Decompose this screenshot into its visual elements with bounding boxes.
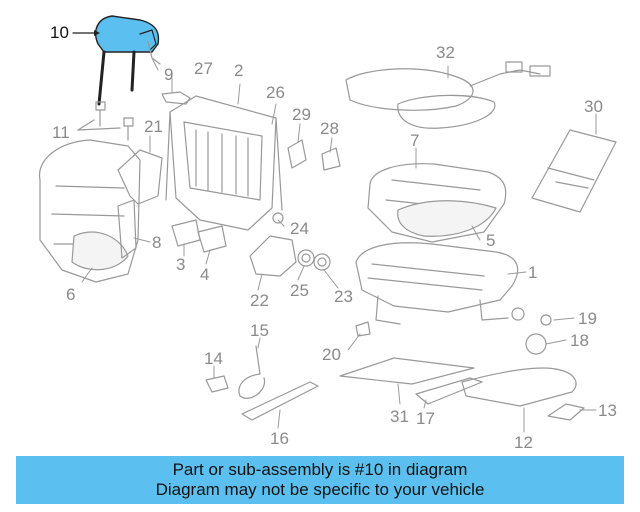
callout-6: 6 bbox=[66, 285, 76, 304]
callout-13: 13 bbox=[598, 401, 617, 420]
callout-32: 32 bbox=[436, 43, 455, 62]
banner-line-2: Diagram may not be specific to your vehi… bbox=[155, 480, 485, 499]
callout-24: 24 bbox=[290, 219, 309, 238]
callout-10: 10 bbox=[50, 23, 69, 42]
seatback-cover-part-6 bbox=[39, 139, 141, 283]
seat-frame-part-2 bbox=[165, 95, 283, 231]
callout-18: 18 bbox=[570, 331, 589, 350]
callout-28: 28 bbox=[320, 119, 339, 138]
callout-21: 21 bbox=[144, 117, 163, 136]
callout-11: 11 bbox=[52, 123, 70, 142]
bolts-part-11 bbox=[95, 101, 134, 141]
info-banner: Part or sub-assembly is #10 in diagram D… bbox=[16, 456, 624, 504]
callout-25: 25 bbox=[290, 281, 309, 300]
callout-12: 12 bbox=[514, 433, 533, 452]
callout-29: 29 bbox=[292, 105, 311, 124]
parts-diagram bbox=[39, 15, 617, 433]
callout-22: 22 bbox=[250, 291, 269, 310]
callout-8: 8 bbox=[152, 233, 162, 252]
callout-31: 31 bbox=[390, 407, 409, 426]
callout-26: 26 bbox=[266, 83, 285, 102]
callout-27: 27 bbox=[194, 59, 213, 78]
heater-pad-part-32 bbox=[345, 61, 551, 129]
callout-16: 16 bbox=[270, 429, 289, 448]
seat-cushion-part-7 bbox=[367, 163, 507, 243]
callout-4: 4 bbox=[200, 265, 210, 284]
cushion-frame-part-1 bbox=[355, 242, 525, 325]
callout-23: 23 bbox=[334, 287, 353, 306]
callout-3: 3 bbox=[176, 255, 186, 274]
callout-7: 7 bbox=[410, 131, 420, 150]
callout-9: 9 bbox=[164, 65, 174, 84]
callout-19: 19 bbox=[578, 309, 597, 328]
callout-2: 2 bbox=[234, 61, 244, 80]
callout-20: 20 bbox=[322, 345, 341, 364]
panel-part-30 bbox=[531, 129, 617, 213]
callout-5: 5 bbox=[486, 231, 496, 250]
callout-15: 15 bbox=[250, 321, 269, 340]
headrest-part-10[interactable] bbox=[94, 15, 160, 106]
banner-line-1: Part or sub-assembly is #10 in diagram bbox=[172, 460, 468, 479]
callout-14: 14 bbox=[204, 349, 223, 368]
callout-17: 17 bbox=[416, 409, 435, 428]
callout-1: 1 bbox=[528, 263, 538, 282]
callout-30: 30 bbox=[584, 97, 603, 116]
